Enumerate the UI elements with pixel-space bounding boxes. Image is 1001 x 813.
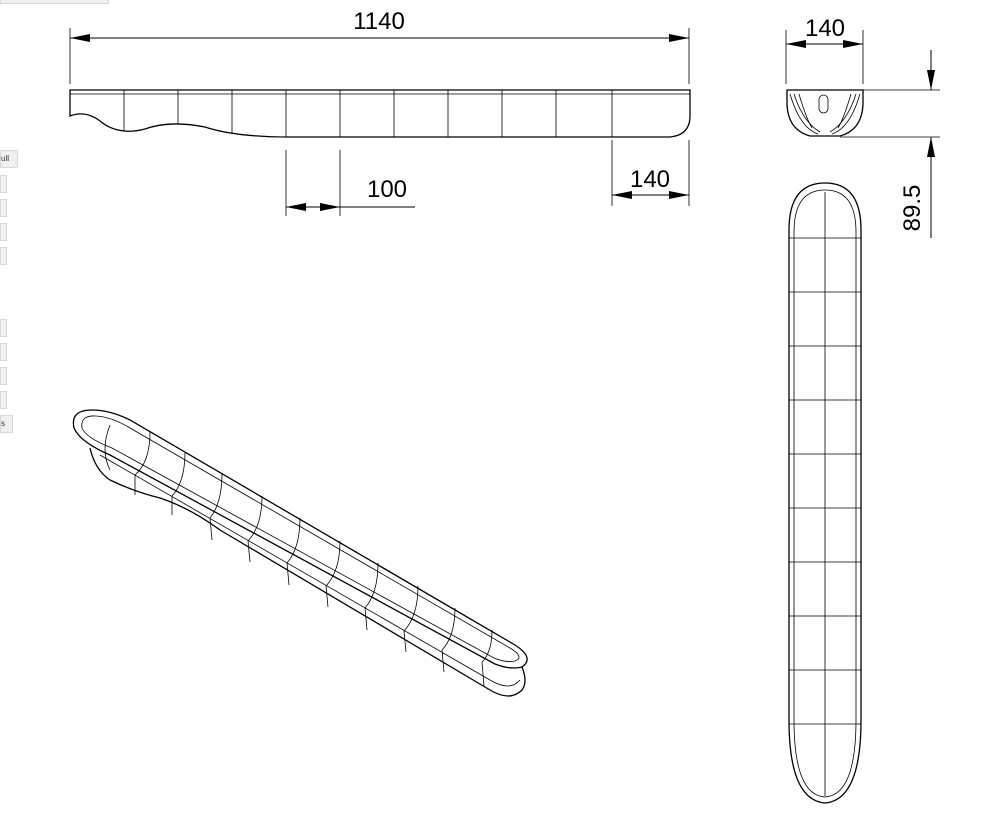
left-panel-row[interactable] [0,391,7,409]
plan-view [788,182,862,804]
left-panel-row-label: s [1,419,5,428]
left-panel-button[interactable]: ull [0,150,18,168]
section-spacing-label: 100 [367,176,407,203]
dimension-width: 140 [785,15,864,84]
left-panel-tab [0,0,109,4]
end-section-label: 140 [630,166,670,193]
iso-keel [89,447,526,697]
iso-rim-inner [81,415,520,662]
dimension-section-spacing: 100 [285,150,415,216]
dimension-overall-length: 1140 [69,8,690,84]
station-lines-side [123,90,613,137]
left-panel-row[interactable] [0,343,7,361]
left-panel-row[interactable] [0,319,7,337]
height-label: 89.5 [899,185,926,232]
hull-plan-inner [793,189,857,798]
left-panel-row[interactable] [0,247,7,265]
overall-length-label: 1140 [353,8,405,35]
width-label: 140 [805,15,845,42]
left-panel-row[interactable] [0,367,7,385]
dimension-end-section: 140 [611,140,690,206]
end-view: 140 89.5 [785,15,940,238]
iso-rim-outer [72,409,528,669]
left-panel-row-small[interactable]: s [0,415,13,433]
side-elevation-view: 1140 100 [69,8,691,216]
hull-end-outline [786,89,864,137]
left-panel-row[interactable] [0,175,7,193]
left-panel-button-label: ull [1,154,10,163]
iso-station-curves [104,424,493,687]
dimension-height: 89.5 [840,50,940,238]
station-lines-plan [789,237,861,725]
isometric-view [72,409,528,697]
hull-side-outline [69,89,691,138]
left-panel-row[interactable] [0,199,7,217]
left-panel-row[interactable] [0,223,7,241]
end-slot [818,94,829,114]
hull-plan-outline [788,182,862,804]
